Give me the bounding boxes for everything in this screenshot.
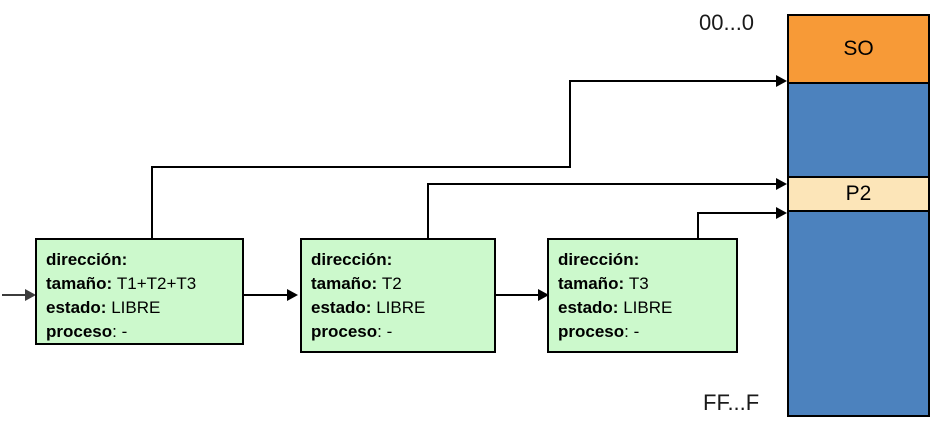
field-key-proceso: proceso [558,322,625,341]
memory-bottom-address-label: FF...F [703,390,760,415]
field-key-estado: estado: [558,298,619,317]
connector-box2-vertical-stub [427,183,429,258]
field-key-direccion: dirección: [46,250,128,269]
connector-box3-arrow-run [697,212,777,214]
link-box2-box3-line [495,294,539,296]
field-key-proceso: proceso [46,322,113,341]
descriptor-field-tamano: tamaño: T2 [311,272,494,296]
field-key-estado: estado: [46,298,107,317]
descriptor-field-direccion: dirección: [311,248,494,272]
connector-box1-vertical-stub [151,166,153,240]
descriptor-box-1[interactable]: dirección: tamaño: T1+T2+T3 estado: LIBR… [35,238,244,345]
field-value-tamano: T3 [628,274,649,293]
arrow-list-head [25,289,36,301]
connector-box1-arrow-run [569,80,777,82]
arrow-to-memory-p2-bottom [776,207,787,219]
descriptor-field-estado: estado: LIBRE [46,296,242,320]
descriptor-field-estado: estado: LIBRE [311,296,494,320]
field-key-direccion: dirección: [311,250,393,269]
descriptor-box-2[interactable]: dirección: tamaño: T2 estado: LIBRE proc… [300,238,496,353]
arrow-to-memory-p2-top [776,178,787,190]
memory-band-os[interactable]: SO [789,16,928,84]
descriptor-field-tamano: tamaño: T3 [558,272,736,296]
descriptor-field-proceso: proceso: - [311,320,494,344]
field-key-estado: estado: [311,298,372,317]
field-key-proceso: proceso [311,322,378,341]
field-value-estado: LIBRE [623,298,673,317]
descriptor-field-direccion: dirección: [558,248,736,272]
link-box1-box2-line [243,294,288,296]
field-key-tamano: tamaño: [46,274,113,293]
field-value-estado: LIBRE [111,298,161,317]
descriptor-field-direccion: dirección: [46,248,242,272]
field-value-proceso: : - [377,322,393,341]
memory-band-p2[interactable]: P2 [789,178,928,212]
descriptor-box-3[interactable]: dirección: tamaño: T3 estado: LIBRE proc… [547,238,738,353]
field-value-tamano: T1+T2+T3 [116,274,197,293]
field-value-tamano: T2 [381,274,402,293]
descriptor-field-tamano: tamaño: T1+T2+T3 [46,272,242,296]
memory-band-free-upper[interactable] [789,84,928,178]
connector-box2-arrow-run [427,183,777,185]
field-value-estado: LIBRE [376,298,426,317]
field-key-tamano: tamaño: [311,274,378,293]
arrow-box2-to-box3 [538,289,549,301]
arrow-box1-to-box2 [287,289,298,301]
memory-bar: SO P2 [787,14,930,417]
connector-box3-vertical-stub [697,212,699,258]
descriptor-field-proceso: proceso: - [46,320,242,344]
field-value-proceso: : - [624,322,640,341]
memory-band-p2-label: P2 [845,182,872,205]
field-value-proceso: : - [112,322,128,341]
field-key-tamano: tamaño: [558,274,625,293]
field-key-direccion: dirección: [558,250,640,269]
memory-band-os-label: SO [843,37,874,60]
descriptor-field-estado: estado: LIBRE [558,296,736,320]
connector-box1-vertical-rise [569,80,571,168]
connector-box1-horizontal-run [151,166,571,168]
memory-band-free-lower[interactable] [789,212,928,415]
list-head-line [2,294,28,296]
descriptor-field-proceso: proceso: - [558,320,736,344]
arrow-to-memory-os-boundary [776,75,787,87]
memory-top-address-label: 00...0 [699,10,755,35]
